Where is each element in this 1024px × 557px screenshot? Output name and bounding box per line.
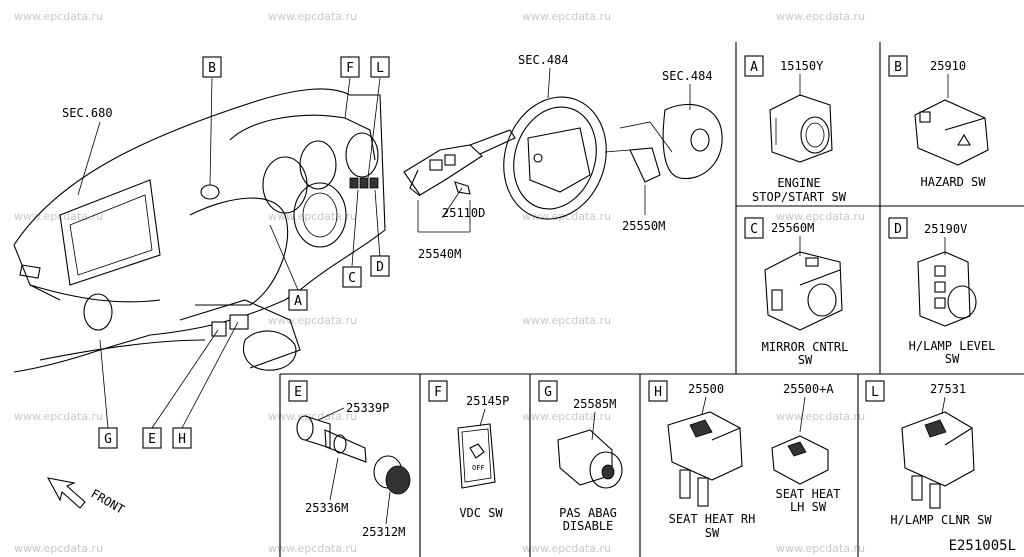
- panel-caption: HAZARD SW: [920, 175, 986, 189]
- dashboard-illustration: [13, 88, 386, 373]
- callout-letter: D: [376, 260, 384, 275]
- part-number: 25339P: [346, 401, 389, 415]
- panel-caption: DISABLE: [563, 519, 614, 533]
- watermark: www.epcdata.ru: [268, 542, 357, 555]
- panel-caption: SEAT HEAT RH: [669, 512, 756, 526]
- panel-letter: B: [894, 60, 902, 75]
- panel-caption: MIRROR CNTRL: [762, 340, 849, 354]
- front-arrow: FRONT: [46, 477, 127, 517]
- watermark: www.epcdata.ru: [14, 210, 103, 223]
- panel-caption: PAS ABAG: [559, 506, 617, 520]
- panel-letter: A: [750, 60, 758, 75]
- panel-caption: SW: [705, 526, 720, 540]
- part-number: 25585M: [573, 397, 616, 411]
- panel-caption: LH SW: [790, 500, 827, 514]
- panel-caption: ENGINE: [777, 176, 820, 190]
- panel-caption: VDC SW: [459, 506, 503, 520]
- watermarks: www.epcdata.ru www.epcdata.ru www.epcdat…: [14, 10, 865, 555]
- panel-letter: D: [894, 222, 902, 237]
- panel-grid: [279, 42, 1024, 557]
- callout-letter: A: [294, 294, 302, 309]
- watermark: www.epcdata.ru: [776, 10, 865, 23]
- watermark: www.epcdata.ru: [776, 210, 865, 223]
- watermark: www.epcdata.ru: [14, 10, 103, 23]
- overview-labels: SEC.680 SEC.484 SEC.484 25110D 25540M 25…: [62, 53, 713, 261]
- callout-letter: G: [104, 432, 112, 447]
- panel-caption: SW: [798, 353, 813, 367]
- callout-letter: H: [178, 432, 186, 447]
- part-number: 25540M: [418, 247, 461, 261]
- panel-caption: H/LAMP CLNR SW: [890, 513, 992, 527]
- vdc-off-icon: OFF: [472, 464, 485, 472]
- part-number: 25110D: [442, 206, 485, 220]
- watermark: www.epcdata.ru: [268, 10, 357, 23]
- panel-a: A 15150Y ENGINE STOP/START SW: [744, 55, 847, 204]
- watermark: www.epcdata.ru: [522, 542, 611, 555]
- part-number: 25550M: [622, 219, 665, 233]
- part-number: 25500+A: [783, 382, 834, 396]
- panel-letter: F: [434, 385, 442, 400]
- callout-letter: L: [376, 61, 384, 76]
- part-number: 25910: [930, 59, 966, 73]
- overview-callouts: B F L C D A G E H: [98, 56, 390, 449]
- panel-letter: G: [544, 385, 552, 400]
- watermark: www.epcdata.ru: [268, 210, 357, 223]
- sec-label: SEC.680: [62, 106, 113, 120]
- part-number: 25336M: [305, 501, 348, 515]
- callout-letter: C: [348, 271, 356, 286]
- watermark: www.epcdata.ru: [268, 410, 357, 423]
- panel-c: C 25560M MIRROR CNTRL SW: [744, 217, 849, 367]
- panel-caption: SW: [945, 352, 960, 366]
- watermark: www.epcdata.ru: [776, 410, 865, 423]
- watermark: www.epcdata.ru: [522, 410, 611, 423]
- part-number: 27531: [930, 382, 966, 396]
- watermark: www.epcdata.ru: [776, 542, 865, 555]
- watermark: www.epcdata.ru: [268, 314, 357, 327]
- panel-f: F 25145P OFF VDC SW: [428, 380, 509, 520]
- panel-letter: H: [654, 385, 662, 400]
- part-number: 25145P: [466, 394, 509, 408]
- overview-leaders: [77, 67, 691, 429]
- panel-l: L 27531 H/LAMP CLNR SW: [865, 380, 992, 527]
- watermark: www.epcdata.ru: [522, 10, 611, 23]
- panel-b: B 25910 HAZARD SW: [888, 55, 989, 189]
- panel-d: D 25190V H/LAMP LEVEL SW: [888, 217, 996, 366]
- watermark: www.epcdata.ru: [14, 542, 103, 555]
- part-number: 25560M: [771, 221, 814, 235]
- diagram-code: E251005L: [949, 538, 1016, 554]
- panel-letter: C: [750, 222, 758, 237]
- part-number: 25312M: [362, 525, 405, 539]
- part-number: 25190V: [924, 222, 967, 236]
- watermark: www.epcdata.ru: [522, 210, 611, 223]
- front-label: FRONT: [89, 486, 127, 516]
- panel-letter: E: [294, 385, 302, 400]
- callout-letter: B: [208, 61, 216, 76]
- watermark: www.epcdata.ru: [14, 410, 103, 423]
- panel-caption: H/LAMP LEVEL: [909, 339, 996, 353]
- sec-label: SEC.484: [662, 69, 713, 83]
- panel-caption: SEAT HEAT: [775, 487, 840, 501]
- watermark: www.epcdata.ru: [522, 314, 611, 327]
- panel-caption: STOP/START SW: [752, 190, 847, 204]
- steering-wheel-illustration: [403, 96, 723, 220]
- callout-letter: E: [148, 432, 156, 447]
- callout-letter: F: [346, 61, 354, 76]
- part-number: 15150Y: [780, 59, 824, 73]
- panel-g: G 25585M PAS ABAG DISABLE: [538, 380, 623, 533]
- panel-letter: L: [871, 385, 879, 400]
- part-number: 25500: [688, 382, 724, 396]
- sec-label: SEC.484: [518, 53, 569, 67]
- panel-e: E 25339P 25336M 25312M: [288, 380, 411, 539]
- panel-h: H 25500 25500+A SEAT HEAT RH SW SEAT HEA…: [648, 380, 841, 540]
